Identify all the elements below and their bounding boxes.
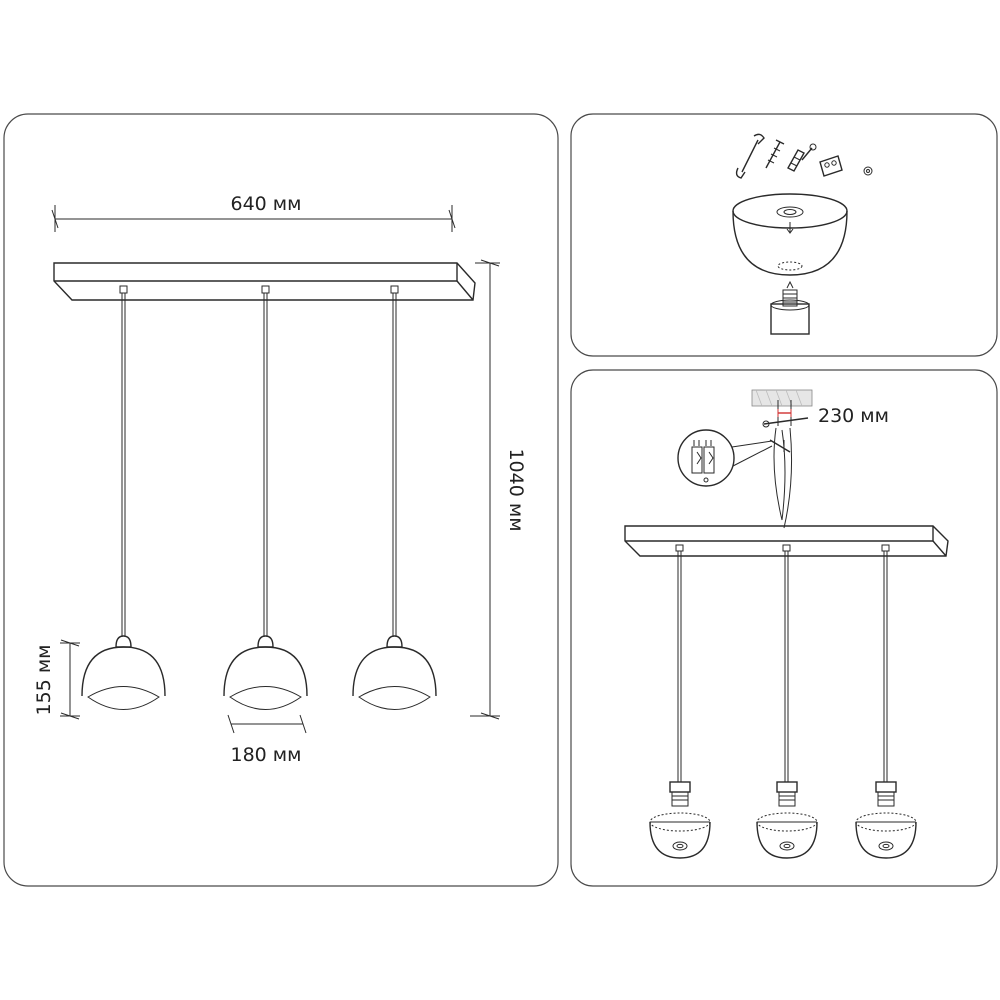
shade-height-dimension-line (60, 639, 80, 720)
installation-canopy-bar (624, 525, 949, 557)
small-screw-icon (801, 143, 817, 161)
installation-pendant-2 (756, 544, 818, 859)
lamp-socket (770, 280, 810, 335)
shade-diameter-label: 180 мм (231, 744, 302, 766)
shade-assembly-panel (570, 113, 998, 357)
pendant-lamp-1 (81, 285, 166, 710)
shade-diameter-dimension-line (227, 714, 307, 734)
width-label: 640 мм (231, 193, 302, 215)
height-label: 1040 мм (505, 448, 527, 531)
wiring-detail-callout (677, 429, 773, 487)
width-dimension-line (51, 205, 456, 232)
height-dimension-line (470, 259, 500, 720)
shade-height-label: 155 мм (33, 645, 55, 716)
mount-spacing-label: 230 мм (818, 405, 889, 427)
screw-icon (765, 139, 785, 169)
hanging-wires (769, 427, 793, 529)
installation-pendant-1 (649, 544, 711, 859)
wrench-icon (735, 133, 765, 179)
wall-plug-icon (787, 149, 805, 172)
pendant-lamp-3 (352, 285, 437, 710)
pendant-lamp-2 (223, 285, 308, 710)
shade-hemisphere (732, 193, 848, 276)
mount-spacing-dimension-line (777, 409, 792, 417)
ceiling-mount (751, 389, 813, 428)
terminal-block-icon (819, 155, 843, 177)
dimensions-panel (3, 113, 559, 887)
canopy-bar (53, 262, 476, 301)
washer-icon (863, 166, 873, 176)
installation-pendant-3 (855, 544, 917, 859)
